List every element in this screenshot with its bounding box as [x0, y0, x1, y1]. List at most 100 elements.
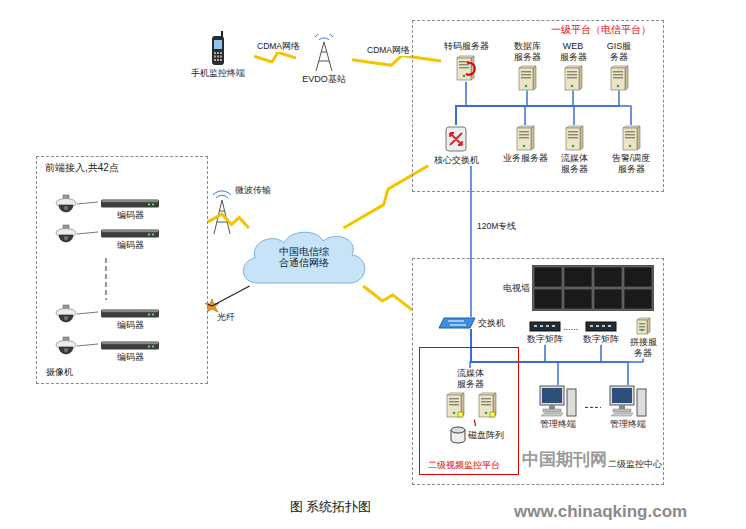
server-icon-part-part [625, 134, 635, 135]
trans-icon-part [457, 56, 475, 80]
sw-icon-part [439, 318, 475, 328]
panel-heading: 前端接入,共42点 [45, 162, 119, 174]
enc-icon [101, 309, 159, 318]
trans-icon-part-part [459, 64, 469, 65]
wall-icon-part [532, 265, 654, 311]
server-box: 流媒体服务器 [553, 125, 595, 175]
server-icon [621, 125, 641, 151]
server-icon-part [519, 66, 536, 90]
panel-heading: 一级平台（电信平台） [551, 24, 651, 36]
server-icon-part-part [519, 131, 529, 132]
network-line [456, 106, 574, 125]
server-icon-part-part [523, 145, 526, 148]
enc-icon-part-part [148, 346, 150, 348]
encoder: 编码器 [99, 229, 161, 251]
server-icon-part-part [533, 66, 536, 90]
wireless-link [363, 286, 412, 310]
matrix-icon-part-part [608, 325, 611, 327]
trans-icon-part-part [471, 56, 474, 80]
transcode-server: 转码服务器 [441, 41, 491, 82]
two-icon-part-part [453, 411, 456, 414]
server-icon-part-part [617, 84, 620, 87]
phone-icon-part-part [220, 52, 222, 54]
disk-icon-part-part [451, 427, 465, 433]
video-platform-box: 流媒体服务器磁盘阵列二级视频监控平台 [419, 347, 519, 475]
phone-icon-part-part [214, 40, 222, 49]
node-label: WEB服务器 [559, 41, 587, 63]
srvS-icon-part-part [637, 320, 647, 334]
frontend-panel: 编码器编码器编码器编码器前端接入,共42点 [36, 156, 208, 384]
network-line [585, 407, 601, 408]
disk-array: 磁盘阵列 [442, 426, 512, 444]
enc-icon-part [101, 200, 159, 208]
splice-server: 拼接服务器 [625, 317, 661, 359]
phone-icon-part-part [220, 56, 222, 58]
term-icon-part [610, 386, 646, 416]
wall-icon-part-part [564, 289, 592, 309]
camera [56, 305, 76, 322]
server-icon-part-part [613, 77, 623, 78]
core-icon [443, 125, 469, 153]
matrix-icon-part-part [540, 325, 543, 327]
network-line [456, 91, 619, 125]
link-label: 120M专线 [476, 222, 517, 232]
management-terminal: 管理终端 [531, 385, 585, 430]
enc-icon-part-part [102, 342, 158, 344]
node-label: 告警/调度服务器 [609, 153, 653, 175]
server-icon-part-part [565, 66, 582, 68]
continuation-dash [106, 258, 107, 300]
matrix-icon [585, 321, 617, 332]
server-icon-part-part [625, 66, 628, 90]
sw-icon-part-part [439, 318, 475, 328]
camera [56, 225, 76, 242]
server-icon-part-part [625, 137, 635, 138]
wireless-link [254, 52, 296, 62]
term-icon [609, 385, 647, 417]
platform-panel: 转码服务器数据库服务器WEB服务器GIS服务器核心交换机业务服务器流媒体服务器告… [412, 20, 664, 192]
phone-icon-part-part [214, 59, 216, 61]
network-line [208, 286, 250, 306]
server-icon-part-part [531, 126, 534, 150]
node-label: 流媒体服务器 [560, 153, 588, 175]
server-icon-part-part [567, 74, 577, 75]
camera-cable [77, 202, 98, 346]
node-label: 磁盘阵列 [468, 430, 504, 441]
network-line [471, 329, 628, 385]
video-wall: 电视墙 [494, 265, 662, 311]
phone-icon-part-part [214, 52, 216, 54]
term-icon-part-part [612, 388, 632, 403]
term-icon-part-part [567, 389, 576, 416]
server-icon-part-part [519, 66, 536, 68]
enc-icon-part [101, 342, 159, 350]
server-icon-part-part [625, 131, 635, 132]
link-label: 光纤 [216, 313, 236, 323]
base-station: EVDO基站 [296, 34, 352, 85]
server-box: 数据库服务器 [507, 41, 547, 91]
enc-icon-part-part [152, 314, 154, 316]
server-icon-part-part [611, 66, 628, 68]
server-icon-part-part [521, 77, 531, 78]
panel-heading: 二级监控中心 [608, 459, 662, 470]
node-label: 管理终端 [540, 419, 576, 430]
phone-icon-part-part [217, 56, 219, 58]
server-icon-part-part [568, 131, 578, 132]
node-label: EVDO基站 [302, 74, 346, 85]
node-label: 转码服务器 [444, 41, 489, 52]
term-icon-part-part [549, 405, 555, 409]
enc-icon-part-part [102, 310, 158, 312]
node-label: 数字矩阵 [583, 334, 619, 345]
node-label: 数字矩阵 [527, 334, 563, 345]
wireless-link [352, 55, 441, 65]
node-label: 电视墙 [503, 283, 530, 294]
core-icon-part [446, 127, 466, 151]
wireless-link [343, 166, 428, 228]
node-label: 业务服务器 [503, 153, 548, 164]
server-box: 告警/调度服务器 [601, 125, 661, 175]
enc-icon [101, 229, 159, 238]
server-icon-part-part [567, 77, 577, 78]
matrix-icon-part-part [534, 325, 537, 327]
server-box: WEB服务器 [553, 41, 593, 91]
